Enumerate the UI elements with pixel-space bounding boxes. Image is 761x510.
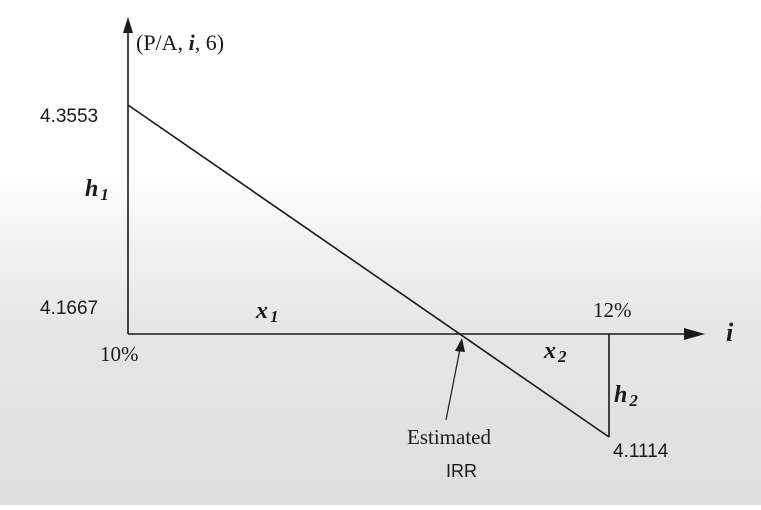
h1-label-sub: 1 <box>100 185 109 204</box>
x2-label-main: x <box>543 338 556 364</box>
value-bottom-label: 4.1114 <box>613 441 669 462</box>
x2-label-sub: 2 <box>557 347 567 366</box>
h2-label-main: h <box>614 382 627 408</box>
y-axis-label-var: i <box>189 30 196 55</box>
x1-label-main: x <box>255 298 268 324</box>
irr-pointer-arrowhead <box>455 338 465 352</box>
y-axis-label: (P/A, i, 6) <box>136 30 224 55</box>
rate-low-label: 10% <box>100 342 139 366</box>
y-axis-label-pre: (P/A, <box>136 30 189 55</box>
y-axis-arrowhead <box>123 17 133 33</box>
rate-high-label: 12% <box>593 298 632 322</box>
h1-label-main: h <box>85 176 98 202</box>
irr-label: IRR <box>446 461 477 481</box>
x-axis-arrowhead <box>684 328 705 340</box>
interpolation-line <box>127 104 610 438</box>
estimated-label: Estimated <box>407 425 491 449</box>
h2-label-sub: 2 <box>628 391 638 410</box>
y-axis-label-post: , 6) <box>195 30 224 55</box>
irr-pointer-line <box>445 348 461 421</box>
value-top-label: 4.3553 <box>40 106 98 127</box>
x-axis-label: i <box>726 318 734 347</box>
x1-label-sub: 1 <box>270 307 279 326</box>
value-mid-label: 4.1667 <box>40 298 98 319</box>
